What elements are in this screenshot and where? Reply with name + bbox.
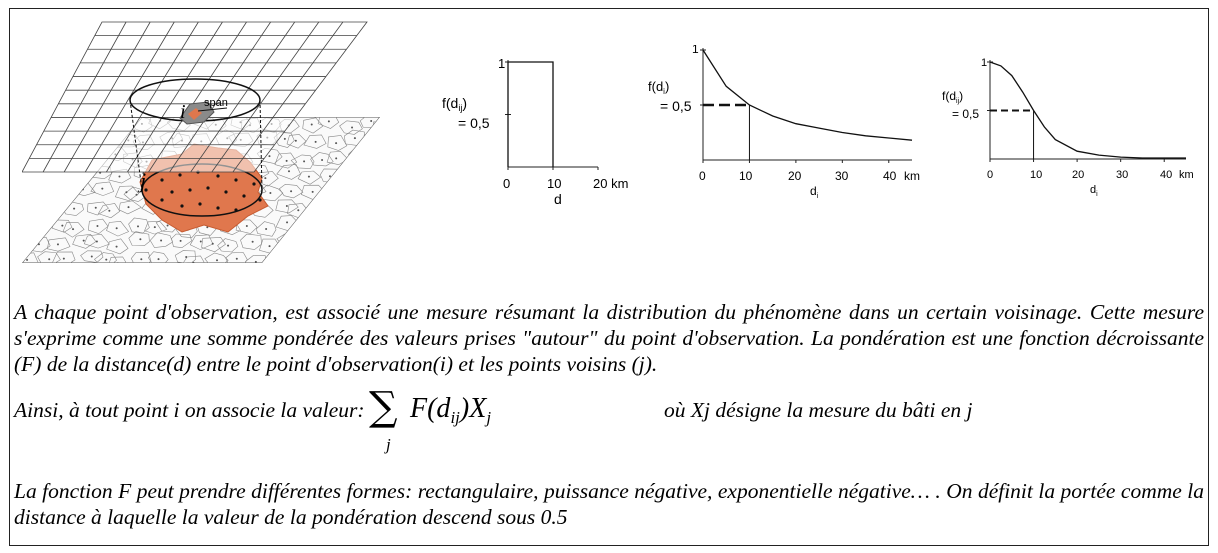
chart2-xtick-30: 30 xyxy=(835,169,849,183)
formula-note: où Xj désigne la mesure du bâti en j xyxy=(664,398,973,422)
label-i: i xyxy=(180,101,186,123)
chart3-ytick: 1 xyxy=(981,57,987,69)
chart-negative-power: f(di) = 0,5 1 0 10 20 30 40 km di xyxy=(648,45,920,200)
chart2-xtick-0: 0 xyxy=(699,169,706,183)
chart3-xtick-km: km xyxy=(1179,169,1194,181)
description-paragraph: A chaque point d'observation, est associ… xyxy=(14,300,1204,376)
formula-line: Ainsi, à tout point i on associe la vale… xyxy=(14,385,1204,465)
chart2-xtick-20: 20 xyxy=(788,169,802,183)
closing-paragraph: La fonction F peut prendre différentes f… xyxy=(14,479,1204,529)
chart3-xtick-0: 0 xyxy=(987,169,993,181)
chart3-xlabel: di xyxy=(1090,184,1098,198)
chart2-ytick: 1 xyxy=(692,45,699,56)
sum-index: j xyxy=(386,435,391,454)
label-span: span xyxy=(204,97,228,109)
chart2-xtick-km: km xyxy=(904,169,920,183)
sum-symbol: ∑ xyxy=(369,384,398,430)
grid-plane xyxy=(22,21,368,173)
chart1-ytick: 1 xyxy=(498,56,505,71)
chart2-xlabel: di xyxy=(810,184,819,200)
formula-intro: Ainsi, à tout point i on associe la vale… xyxy=(14,398,365,422)
chart3-series-line xyxy=(989,61,1186,159)
chart1-half-label: = 0,5 xyxy=(458,115,490,131)
chart1-xtick-20: 20 km xyxy=(593,176,628,191)
chart1-xlabel: d xyxy=(554,191,562,207)
chart3-xtick-30: 30 xyxy=(1116,169,1128,181)
label-j: j xyxy=(137,168,146,193)
chart1-ylabel: f(dij) xyxy=(442,95,467,113)
chart2-ylabel: f(di) xyxy=(648,79,669,96)
chart2-half-label: = 0,5 xyxy=(660,98,692,114)
chart2-xtick-40: 40 xyxy=(883,169,897,183)
chart-negative-exponential: f(dij) = 0,5 1 0 10 20 30 40 km di xyxy=(942,57,1194,198)
chart-rectangular: f(dij) = 0,5 1 0 10 20 km d xyxy=(442,56,628,207)
chart2-series-line xyxy=(702,49,913,141)
chart1-series-line xyxy=(507,61,554,167)
neighborhood-illustration: i span j xyxy=(22,21,380,263)
chart2-xtick-10: 10 xyxy=(739,169,753,183)
chart1-xtick-0: 0 xyxy=(503,176,510,191)
chart3-xtick-40: 40 xyxy=(1160,169,1172,181)
chart3-xtick-20: 20 xyxy=(1072,169,1084,181)
chart3-ylabel: f(dij) xyxy=(942,89,963,105)
chart3-xtick-10: 10 xyxy=(1030,169,1042,181)
formula-expression: F(dij)Xj xyxy=(410,393,492,427)
chart3-half-label: = 0,5 xyxy=(952,107,979,121)
chart1-xtick-10: 10 xyxy=(547,176,561,191)
